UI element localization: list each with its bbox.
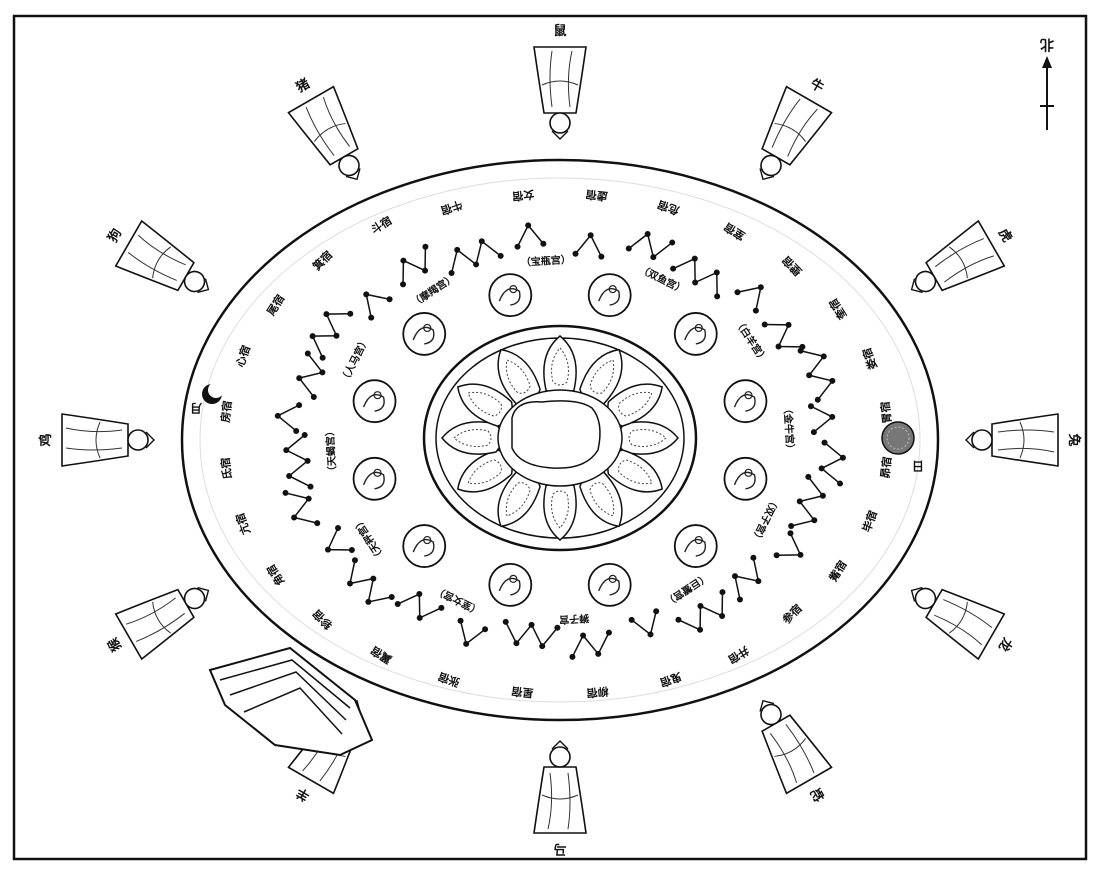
zodiac-figure-label: 龙	[995, 635, 1015, 654]
zodiac-figure-label: 鸡	[38, 433, 54, 447]
zodiac-medallion	[354, 458, 396, 500]
zodiac-figure: 蛇	[740, 688, 843, 814]
moon-label: 月	[190, 401, 203, 415]
mansion-label: 房宿	[218, 400, 234, 423]
zodiac-figure-label: 兔	[1066, 432, 1082, 446]
zodiac-figure: 牛	[740, 66, 843, 192]
zodiac-medallion	[403, 313, 445, 355]
sun	[882, 422, 914, 454]
zodiac-figure: 狗	[95, 209, 221, 312]
mansion-label: 氐宿	[218, 457, 234, 480]
zodiac-medallion	[675, 525, 717, 567]
zodiac-medallion	[675, 313, 717, 355]
mansion-label: 星宿	[511, 684, 534, 700]
zodiac-medallion	[403, 525, 445, 567]
north-label: 北	[1040, 36, 1054, 52]
zodiac-figure: 兔	[966, 414, 1082, 466]
sun-label: 日	[912, 459, 924, 473]
zodiac-medallion	[589, 564, 631, 606]
zodiac-figure-label: 猴	[104, 634, 125, 654]
zodiac-figure: 猪	[276, 66, 379, 192]
zodiac-medallion	[489, 564, 531, 606]
zodiac-figure: 马	[534, 741, 586, 856]
zodiac-figure-label: 猪	[292, 76, 312, 97]
zodiac-figure: 龙	[899, 568, 1025, 671]
zodiac-figure: 虎	[899, 209, 1025, 312]
zodiac-figure-label: 蛇	[807, 784, 826, 804]
zodiac-figure: 鼠	[534, 23, 586, 139]
zodiac-medallion	[354, 380, 396, 422]
north-arrow: 北	[1040, 36, 1054, 130]
mansion-label: 柳宿	[586, 684, 609, 700]
zodiac-medallion	[589, 274, 631, 316]
zodiac-figure-label: 羊	[293, 784, 312, 804]
central-medallion	[424, 326, 696, 550]
mansion-label: 胃宿	[878, 401, 894, 424]
zodiac-figure-label: 牛	[807, 76, 826, 96]
zodiac-figure: 猴	[95, 568, 221, 671]
zodiac-figure-label: 虎	[995, 226, 1015, 245]
zodiac-figure-label: 马	[553, 841, 566, 856]
zodiac-figure-label: 狗	[105, 226, 125, 245]
mansion-label: 虚宿	[585, 187, 608, 203]
zodiac-figure: 鸡	[38, 414, 154, 466]
mansion-label: 女宿	[512, 187, 535, 203]
zodiac-figure-label: 鼠	[553, 23, 566, 39]
zodiac-medallion	[489, 274, 531, 316]
mansion-label: 昴宿	[878, 456, 894, 479]
zodiac-medallion	[724, 380, 766, 422]
zodiac-medallion	[724, 458, 766, 500]
